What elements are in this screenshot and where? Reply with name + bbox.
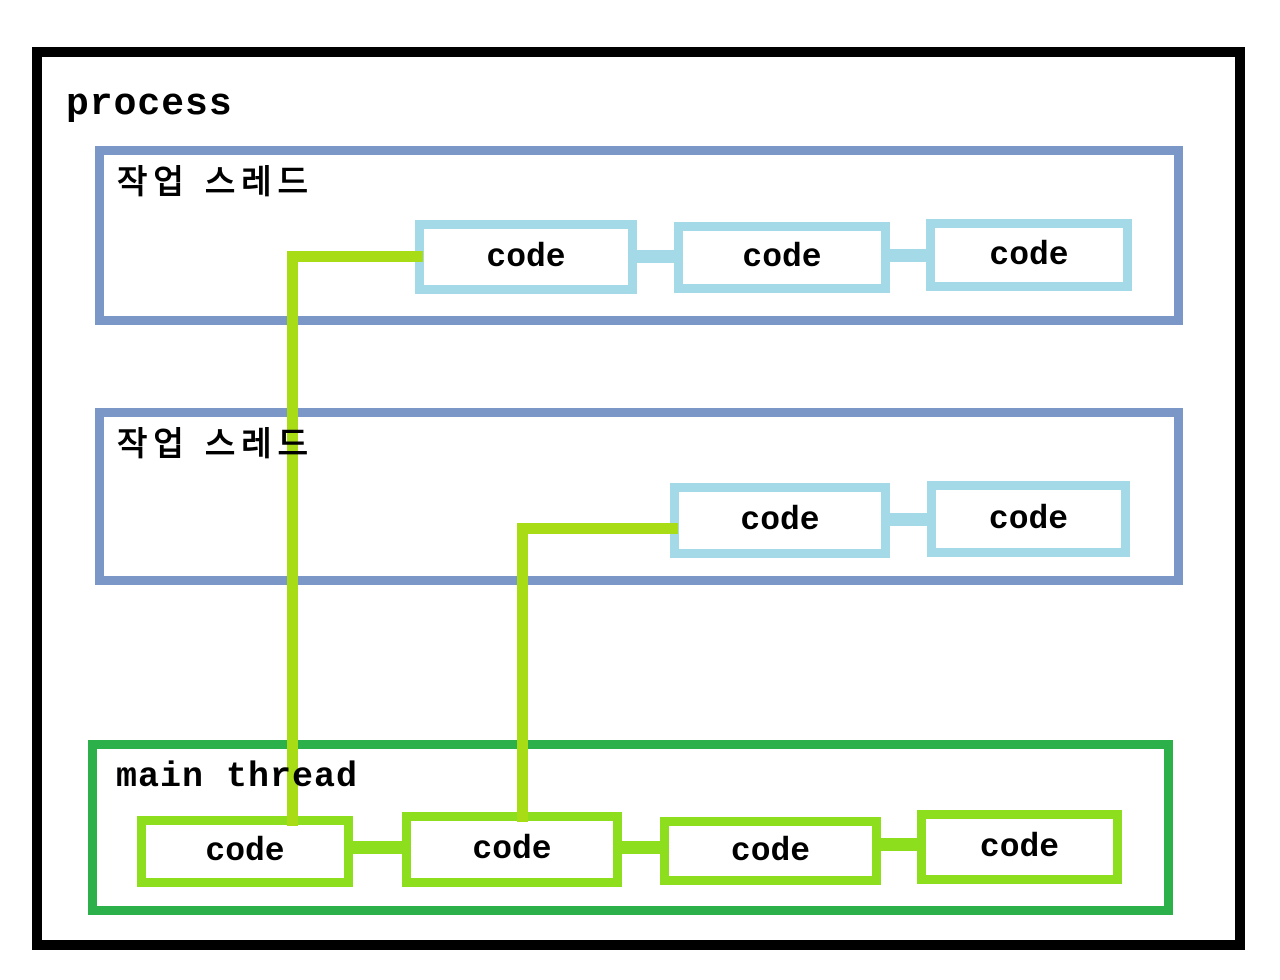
worker1-code-box-2: code <box>674 222 890 293</box>
worker1-code-box-3: code <box>926 219 1132 291</box>
worker2-code-box-2: code <box>927 481 1130 557</box>
code-link <box>350 841 406 854</box>
connector-main1-to-worker1-vertical <box>287 251 298 826</box>
code-label: code <box>730 832 811 870</box>
code-label: code <box>988 500 1069 538</box>
code-link <box>886 249 930 262</box>
main-code-box-4: code <box>917 810 1122 884</box>
worker-thread-2-label: 작업 스레드 <box>117 425 314 462</box>
code-label: code <box>486 238 566 276</box>
connector-main2-to-worker2-vertical <box>517 523 528 822</box>
main-code-box-2: code <box>402 812 622 887</box>
worker1-code-box-1: code <box>415 220 637 294</box>
code-label: code <box>989 236 1069 274</box>
code-link <box>633 250 678 263</box>
code-link <box>878 838 921 851</box>
main-thread-box <box>88 740 1173 915</box>
code-link <box>886 513 931 526</box>
worker-thread-1-label: 작업 스레드 <box>117 163 314 200</box>
code-label: code <box>740 502 820 539</box>
process-box <box>32 47 1245 950</box>
worker2-code-box-1: code <box>670 483 890 558</box>
code-label: code <box>742 239 822 276</box>
connector-main2-to-worker2-horizontal <box>517 523 678 534</box>
main-code-box-3: code <box>660 817 881 885</box>
code-label: code <box>472 831 552 868</box>
code-label: code <box>205 833 285 870</box>
main-thread-label: main thread <box>116 757 359 797</box>
code-link <box>619 841 664 854</box>
connector-main1-to-worker1-horizontal <box>287 251 423 262</box>
code-label: code <box>979 828 1060 866</box>
main-code-box-1: code <box>137 816 353 887</box>
process-label: process <box>66 83 233 126</box>
